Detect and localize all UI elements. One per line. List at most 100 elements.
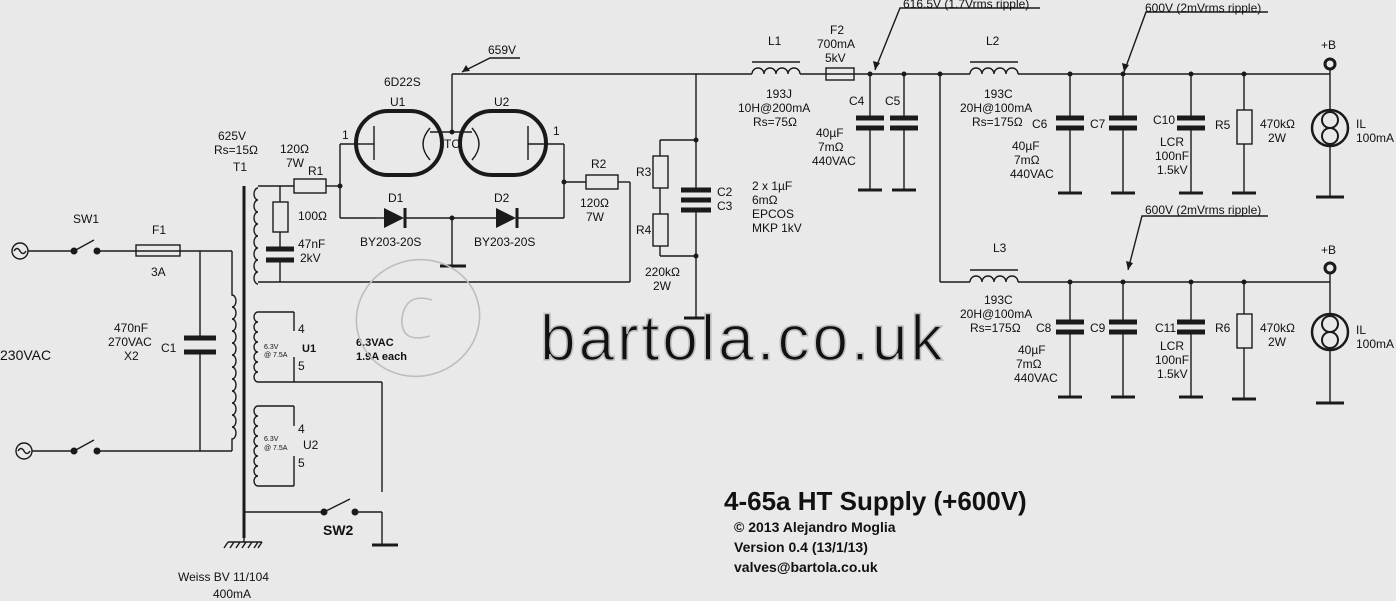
l2-part: 193C [984, 87, 1013, 101]
r5-value: 470kΩ [1260, 117, 1295, 131]
page-title: 4-65a HT Supply (+600V) [724, 486, 1027, 516]
out1-terminal-icon [1323, 57, 1337, 71]
heater-note-current: 1.9A each [356, 351, 407, 363]
out2-ripple-label: 600V (2mVrms ripple) [1145, 203, 1261, 217]
c2-name: C2 [717, 185, 733, 199]
t1-secondary-winding [253, 187, 259, 285]
d1-part: BY203-20S [360, 235, 421, 249]
copyright-c-icon [401, 297, 433, 339]
switch-sw1: SW1 [70, 212, 136, 255]
out2-terminal-icon [1323, 261, 1337, 275]
out2-ripple-pointer [1127, 215, 1268, 271]
d1-label: D1 [388, 191, 404, 205]
switch-bottom [70, 439, 200, 455]
tc-label: TC [444, 137, 460, 151]
c4c5-esr: 7mΩ [818, 140, 844, 154]
out1-ripple-pointer [1123, 11, 1268, 73]
sw1-label: SW1 [73, 212, 99, 226]
d2-part: BY203-20S [474, 235, 535, 249]
r2-name: R2 [591, 157, 607, 171]
u1-heater-v: 6.3V [264, 344, 279, 351]
node-659v-label: 659V [488, 43, 516, 57]
t1-primary-winding [231, 251, 237, 451]
c1-value: 470nF [114, 321, 148, 335]
c4c5-value: 40µF [816, 126, 844, 140]
switch-sw2: SW2 [244, 498, 398, 547]
u2-heater-pin4: 4 [298, 422, 305, 436]
r6-name: R6 [1215, 321, 1231, 335]
capacitor-c1: 470nF 270VAC X2 C1 [108, 251, 232, 452]
capacitors-c2-c3: C2 C3 2 x 1µF 6mΩ EPCOS MKP 1kV [681, 140, 802, 320]
out2-cap-esr: 7mΩ [1016, 357, 1042, 371]
c2c3-value: 2 x 1µF [752, 179, 792, 193]
output1-terminal: +B IL 100mA [1310, 38, 1394, 199]
l1-resistance: Rs=75Ω [753, 115, 797, 129]
bleeder-resistors: R3 R4 220kΩ 2W [636, 74, 699, 293]
d2-label: D2 [494, 191, 510, 205]
out1-cap-esr: 7mΩ [1014, 153, 1040, 167]
l2-resistance: Rs=175Ω [972, 115, 1023, 129]
u2-pin1: 1 [553, 124, 560, 138]
title-block: 4-65a HT Supply (+600V) © 2013 Alejandro… [724, 486, 1027, 575]
out2-cap-value: 40µF [1018, 343, 1046, 357]
c10-value: 100nF [1155, 149, 1189, 163]
watermark-text: bartola.co.uk [540, 302, 945, 374]
watermark: bartola.co.uk [355, 258, 945, 378]
c10-name: C10 [1153, 113, 1175, 127]
capacitors-c4-c5: C4 C5 40µF 7mΩ 440VAC [812, 71, 943, 192]
out1-load-current: 100mA [1356, 131, 1394, 145]
l1-part: 193J [766, 87, 792, 101]
version: Version 0.4 (13/1/13) [734, 539, 868, 555]
t1-voltage: 625V [218, 129, 246, 143]
c1-class: X2 [124, 349, 139, 363]
out2-load-label: IL [1356, 323, 1366, 337]
l2-name: L2 [986, 34, 1000, 48]
copyright-circle-icon [355, 258, 481, 378]
node-659v-pointer [461, 57, 520, 73]
c6-name: C6 [1032, 117, 1048, 131]
heater-winding-u2: 6.3V @ 7.5A 4 U2 5 [253, 405, 319, 487]
c3-name: C3 [717, 199, 733, 213]
t1-current: 400mA [213, 587, 251, 601]
fuse-f1: F1 3A [135, 223, 232, 279]
u1-heater-pin5: 5 [298, 359, 305, 373]
u1-label: U1 [390, 95, 406, 109]
u1-pin1: 1 [342, 128, 349, 142]
f2-name: F2 [830, 23, 844, 37]
output2-filter: C8 C9 40µF 7mΩ 440VAC C11 LCR 100nF 1.5k… [1014, 279, 1295, 401]
mains-voltage-label: 230VAC [0, 347, 51, 363]
resistor-r1: 120Ω 7W R1 [280, 142, 343, 194]
c11-name: C11 [1155, 321, 1176, 335]
inductor-l2: L2 193C 20H@100mA Rs=175Ω [960, 34, 1330, 129]
l3-inductance: 20H@100mA [960, 307, 1032, 321]
l3-name: L3 [993, 241, 1007, 255]
c8-name: C8 [1036, 321, 1052, 335]
out1-b-label: +B [1321, 38, 1336, 52]
t1-name: T1 [233, 160, 247, 174]
snubber-r-value: 100Ω [298, 209, 327, 223]
c10-voltage: 1.5kV [1157, 163, 1188, 177]
node-616-label: 616.5V (1.7Vrms ripple) [903, 0, 1029, 11]
r3-name: R3 [636, 165, 652, 179]
u2-heater-pin5: 5 [298, 456, 305, 470]
t1-maker: Weiss BV 11/104 [178, 570, 269, 584]
bleeder-watt: 2W [653, 279, 672, 293]
c5-name: C5 [885, 94, 901, 108]
fuse-f2: F2 700mA 5kV [817, 23, 970, 81]
f1-rating: 3A [151, 265, 166, 279]
heater-winding-u1: 6.3V @ 7.5A 4 U1 5 [253, 311, 383, 492]
u2-heater-v: 6.3V [264, 436, 279, 443]
rectifier-tube-u1: 6D22S U1 1 [342, 75, 452, 177]
l1-inductance: 10H@200mA [738, 101, 810, 115]
mains-input: 230VAC [0, 242, 72, 460]
diode-d2: D2 BY203-20S [474, 191, 564, 249]
r5-name: R5 [1215, 118, 1231, 132]
transformer-t1: 625V Rs=15Ω T1 Weiss BV 11/104 400mA [178, 129, 269, 601]
r1-name: R1 [308, 164, 324, 178]
u1-heater-a: @ 7.5A [264, 352, 288, 359]
c9-name: C9 [1090, 321, 1106, 335]
email: valves@bartola.co.uk [734, 559, 878, 575]
c4c5-voltage: 440VAC [812, 154, 856, 168]
snubber-network: 100Ω 47nF 2kV [258, 185, 630, 283]
resistor-r2: R2 120Ω 7W [580, 157, 631, 282]
